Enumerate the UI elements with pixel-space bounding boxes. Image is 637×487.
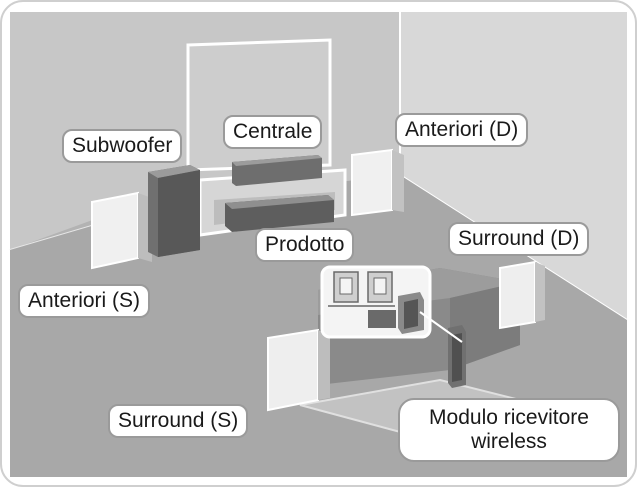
- label-prodotto: Prodotto: [255, 228, 355, 262]
- label-modulo-ricevitore-wireless: Modulo ricevitore wireless: [398, 398, 620, 462]
- front-left-speaker: [91, 191, 152, 270]
- surround-left-speaker: [267, 328, 330, 412]
- connection-inset: [320, 265, 463, 343]
- label-anteriori-d: Anteriori (D): [395, 113, 529, 147]
- center-speaker: [232, 155, 322, 186]
- tv-screen: [186, 38, 332, 172]
- product-unit: [225, 195, 334, 232]
- label-subwoofer: Subwoofer: [62, 129, 183, 163]
- label-surround-d: Surround (D): [448, 222, 590, 256]
- label-centrale: Centrale: [223, 115, 323, 149]
- subwoofer-speaker: [148, 165, 200, 257]
- label-modulo-line2: wireless: [471, 430, 547, 453]
- surround-right-speaker: [499, 260, 545, 330]
- label-surround-s: Surround (S): [108, 404, 249, 438]
- label-anteriori-s: Anteriori (S): [18, 284, 151, 318]
- label-modulo-line1: Modulo ricevitore: [429, 406, 589, 429]
- front-right-speaker: [351, 148, 404, 217]
